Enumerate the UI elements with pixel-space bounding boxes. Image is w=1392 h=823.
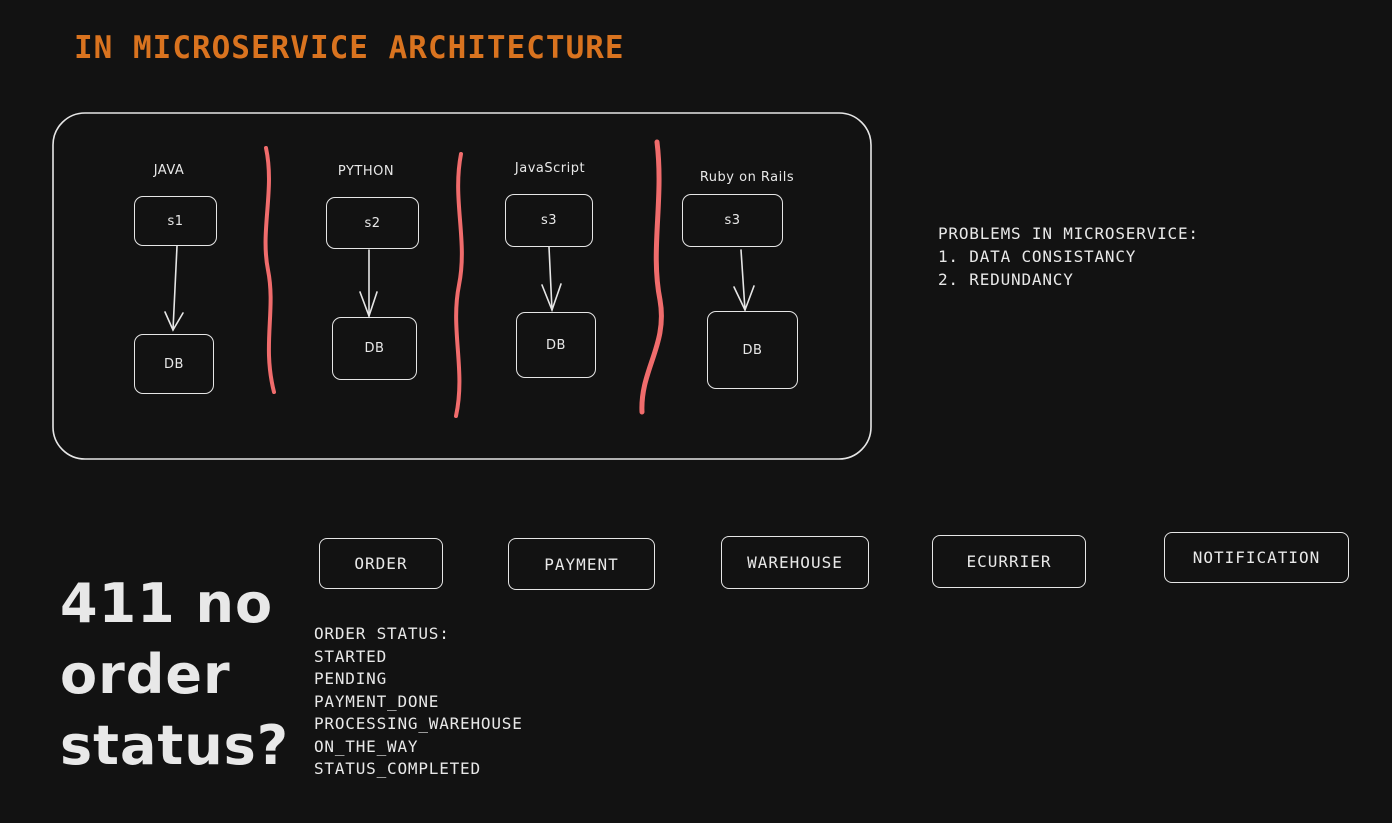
db-box-1[interactable]: DB <box>134 334 214 394</box>
service-box-s3[interactable]: s3 <box>505 194 593 247</box>
order-status-item: STATUS_COMPLETED <box>314 759 481 778</box>
service-box-s3-ruby[interactable]: s3 <box>682 194 783 247</box>
divider-line-3 <box>639 139 664 415</box>
divider-line-2 <box>454 152 464 418</box>
arrow-s3-db <box>541 246 562 313</box>
arrow-s3b-db <box>733 249 755 313</box>
pipeline-box-order[interactable]: ORDER <box>319 538 443 589</box>
db-box-3[interactable]: DB <box>516 312 596 378</box>
pipeline-box-warehouse[interactable]: WAREHOUSE <box>721 536 869 589</box>
page-title: In MICROSERVICE ARCHITECTURE <box>74 30 625 66</box>
pipeline-box-payment[interactable]: PAYMENT <box>508 538 655 590</box>
order-status-item: PENDING <box>314 669 388 688</box>
problem-item: 2. REDUNDANCY <box>938 270 1074 289</box>
arrow-s1-db <box>164 245 184 332</box>
language-label-ruby-on-rails: Ruby on Rails <box>699 170 795 185</box>
order-status-heading: ORDER STATUS: <box>314 624 450 643</box>
pipeline-box-ecurrier[interactable]: ECURRIER <box>932 535 1086 588</box>
divider-line-1 <box>263 146 276 394</box>
language-label-javascript: JavaScript <box>514 161 586 176</box>
order-status-list: ORDER STATUS: STARTED PENDING PAYMENT_DO… <box>314 623 523 781</box>
db-box-2[interactable]: DB <box>332 317 417 380</box>
service-box-s2[interactable]: s2 <box>326 197 419 249</box>
language-label-java: JAVA <box>153 163 185 178</box>
problems-note: PROBLEMS IN MICROSERVICE: 1. DATA CONSIS… <box>938 222 1199 291</box>
pipeline-box-notification[interactable]: NOTIFICATION <box>1164 532 1349 583</box>
language-label-python: PYTHON <box>337 164 395 179</box>
order-status-item: PROCESSING_WAREHOUSE <box>314 714 523 733</box>
order-status-item: PAYMENT_DONE <box>314 691 440 711</box>
order-status-item: ON_THE_WAY <box>314 736 419 756</box>
order-status-item: STARTED <box>314 646 388 666</box>
db-box-4[interactable]: DB <box>707 311 798 389</box>
question-note: 411 no order status? <box>60 572 290 777</box>
arrow-s2-db <box>359 249 378 319</box>
problems-heading: PROBLEMS IN MICROSERVICE: <box>938 224 1199 243</box>
problem-item: 1. DATA CONSISTANCY <box>938 247 1137 266</box>
service-box-s1[interactable]: s1 <box>134 196 217 246</box>
